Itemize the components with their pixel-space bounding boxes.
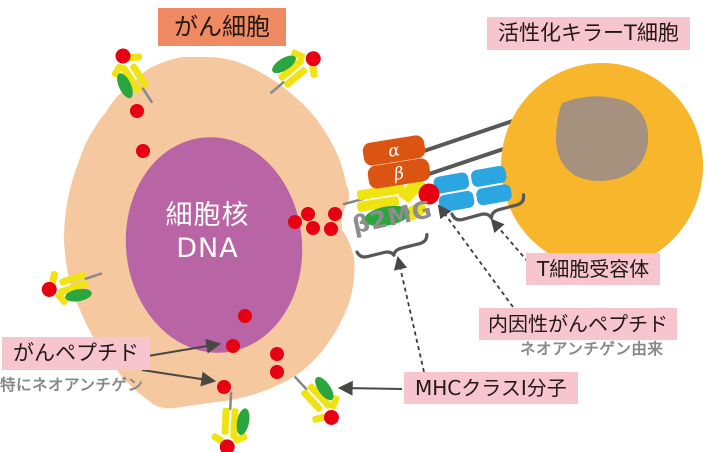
nucleus-label-line2: DNA bbox=[176, 232, 239, 264]
endogenous-peptide-label: 内因性がんペプチド bbox=[479, 308, 677, 340]
peptide-dot bbox=[288, 215, 302, 229]
peptide-dot bbox=[306, 221, 320, 235]
peptide-dot bbox=[130, 104, 144, 118]
arrow-peptide-2 bbox=[141, 369, 217, 387]
t-cell-nucleus-shape bbox=[555, 96, 649, 182]
annotation-arrows bbox=[141, 204, 529, 396]
tcr-brace bbox=[450, 193, 526, 222]
peptide-dot bbox=[226, 339, 240, 353]
arrow-mhc-label bbox=[337, 380, 403, 396]
peptide-dot bbox=[328, 207, 342, 221]
cancer-cell-label: がん細胞 bbox=[158, 8, 286, 47]
t-cell-receptor-label: T細胞受容体 bbox=[526, 253, 661, 285]
arrow-tcr bbox=[490, 218, 529, 263]
endogenous-peptide-sublabel: ネオアンチゲン由来 bbox=[520, 340, 664, 358]
mhc-class1-label: MHCクラスⅠ分子 bbox=[404, 372, 578, 404]
peptide-dot bbox=[270, 365, 284, 379]
arrow-b2mg bbox=[393, 256, 425, 373]
peptide-dot bbox=[238, 309, 252, 323]
alpha-label: α bbox=[386, 139, 402, 162]
peptide-dot bbox=[136, 144, 150, 158]
arrow-peptide-1 bbox=[141, 338, 222, 358]
nucleus-label-line1: 細胞核 bbox=[165, 200, 250, 231]
peptide-dots bbox=[130, 104, 342, 394]
peptide-dot bbox=[270, 347, 284, 361]
nucleus-label: 細胞核 DNA bbox=[115, 200, 300, 266]
tcr-blue-complex bbox=[433, 165, 512, 212]
killer-t-cell-label: 活性化キラーT細胞 bbox=[487, 17, 690, 51]
cancer-peptide-label: がんペプチド bbox=[2, 337, 150, 371]
b2mg-brace bbox=[355, 232, 429, 259]
peptide-dot bbox=[324, 222, 338, 236]
mhc-synapse-complex bbox=[342, 176, 428, 227]
beta-label: β bbox=[392, 162, 406, 185]
peptide-dot bbox=[301, 207, 315, 221]
presented-peptide-dot bbox=[418, 183, 440, 205]
arrow-endogenous-peptide bbox=[437, 204, 514, 308]
peptide-dot bbox=[217, 380, 231, 394]
cancer-peptide-sublabel: 特にネオアンチゲン bbox=[0, 376, 144, 394]
cancer-nucleus-shape bbox=[125, 137, 303, 353]
